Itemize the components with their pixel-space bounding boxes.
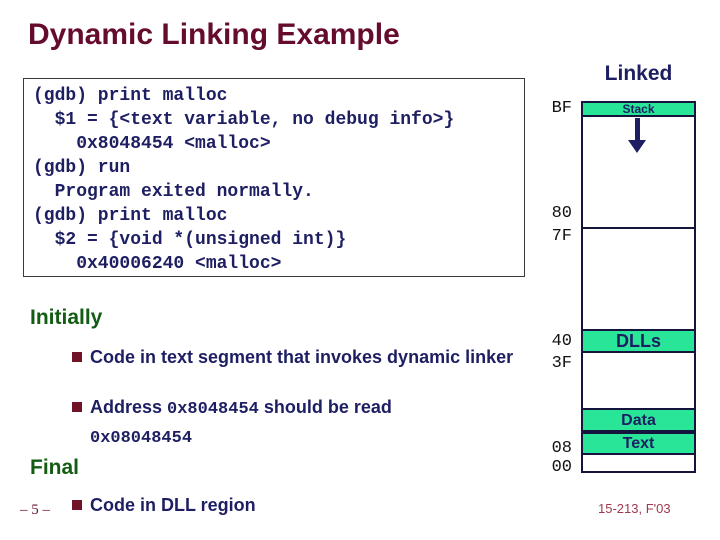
bullet-text-part: Address [90, 397, 168, 417]
bullet-square-icon [72, 500, 82, 510]
data-segment: Data [581, 408, 696, 432]
bullet-square-icon [72, 352, 82, 362]
section-heading-final: Final [30, 456, 80, 479]
bullet-item-address-read: Address 0x8048454 should be read 0x080484… [90, 394, 522, 452]
address-label-3f: 3F [551, 354, 572, 373]
linked-heading: Linked [604, 62, 673, 85]
address-label-80: 80 [551, 204, 572, 223]
address-label-7f: 7F [551, 227, 572, 246]
address-code: 0x8048454 [167, 400, 259, 419]
stack-growth-arrow-icon [635, 118, 640, 141]
gdb-output-text: (gdb) print malloc $1 = {<text variable,… [33, 86, 455, 274]
memory-map: Stack DLLs Data Text [581, 101, 696, 473]
gdb-output-box: (gdb) print malloc $1 = {<text variable,… [23, 78, 525, 277]
bullet-item-dynamic-linker: Code in text segment that invokes dynami… [90, 347, 514, 367]
bullet-item-dll-region: Code in DLL region [90, 495, 256, 515]
address-label-40: 40 [551, 332, 572, 351]
page-title: Dynamic Linking Example [28, 18, 400, 51]
arrow-head-icon [628, 140, 646, 153]
course-footer: 15-213, F'03 [598, 501, 671, 516]
address-code: 0x08048454 [90, 429, 193, 448]
segment-divider [581, 227, 696, 229]
page-number: – 5 – [20, 502, 50, 518]
stack-segment: Stack [581, 101, 696, 117]
bullet-text-part: should be read [258, 397, 392, 417]
address-label-08: 08 [551, 439, 572, 458]
address-label-00: 00 [551, 458, 572, 477]
section-heading-initially: Initially [30, 306, 103, 329]
dlls-segment: DLLs [581, 329, 696, 353]
address-label-bf: BF [551, 99, 572, 118]
text-segment: Text [581, 432, 696, 455]
bullet-square-icon [72, 402, 82, 412]
